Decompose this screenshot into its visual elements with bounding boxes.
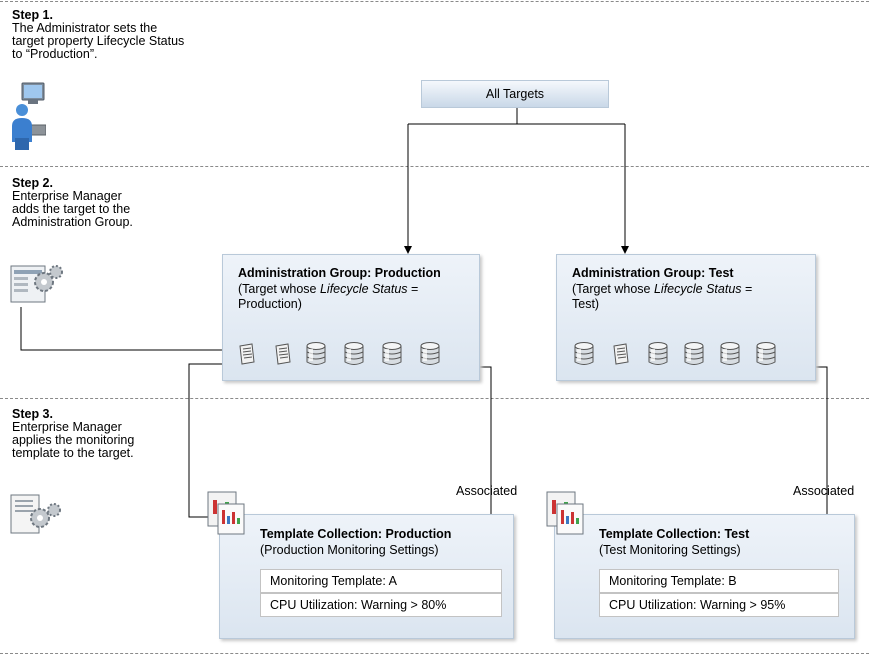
cpu-utilization-row: CPU Utilization: Warning > 80% bbox=[260, 593, 502, 617]
step-3-line: Enterprise Manager bbox=[12, 420, 122, 434]
step-2-line: Administration Group. bbox=[12, 215, 133, 229]
admin-group-title: Administration Group: Test bbox=[572, 266, 734, 280]
admin-group-production: Administration Group: Production (Target… bbox=[222, 254, 480, 381]
database-icon bbox=[756, 342, 776, 365]
divider-step3 bbox=[0, 398, 869, 399]
associated-label-test: Associated bbox=[793, 484, 855, 498]
step-3-line: template to the target. bbox=[12, 446, 134, 460]
admin-group-title: Administration Group: Production bbox=[238, 266, 441, 280]
chart-document-icon bbox=[207, 491, 245, 535]
template-collection-subtitle: (Production Monitoring Settings) bbox=[260, 543, 439, 557]
gear-document-icon bbox=[10, 494, 61, 534]
administrator-icon bbox=[12, 82, 46, 150]
connector-step2-to-group bbox=[20, 307, 237, 354]
admin-group-subtitle: (Target whose Lifecycle Status = Product… bbox=[238, 282, 418, 312]
template-collection-title: Template Collection: Test bbox=[599, 527, 750, 541]
target-icons bbox=[239, 341, 469, 367]
database-icon bbox=[684, 342, 704, 365]
associated-label-production: Associated bbox=[456, 484, 518, 498]
step-3-text: Step 3. Enterprise Manager applies the m… bbox=[12, 408, 134, 460]
all-targets-box: All Targets bbox=[421, 80, 609, 108]
chart-document-icon bbox=[546, 491, 584, 535]
subtitle-prefix: (Target whose bbox=[572, 282, 654, 296]
subtitle-italic: Lifecycle Status bbox=[319, 282, 408, 296]
template-collection-production: Template Collection: Production (Product… bbox=[219, 514, 514, 639]
divider-step2 bbox=[0, 166, 869, 167]
database-icon bbox=[382, 342, 402, 365]
database-icon bbox=[720, 342, 740, 365]
gear-screen-icon bbox=[10, 265, 63, 303]
doc-icon bbox=[239, 343, 255, 365]
step-2-line: adds the target to the bbox=[12, 202, 131, 216]
step-2-heading: Step 2. bbox=[12, 176, 53, 190]
subtitle-suffix: = bbox=[741, 282, 753, 296]
database-icon bbox=[574, 342, 594, 365]
divider-top bbox=[0, 1, 869, 2]
template-collection-title: Template Collection: Production bbox=[260, 527, 452, 541]
step-1-heading: Step 1. bbox=[12, 8, 53, 22]
subtitle-line2: Production) bbox=[238, 297, 302, 311]
database-icon bbox=[306, 342, 326, 365]
database-icon bbox=[420, 342, 440, 365]
subtitle-italic: Lifecycle Status bbox=[653, 282, 742, 296]
doc-icon bbox=[613, 343, 629, 365]
step-2-line: Enterprise Manager bbox=[12, 189, 122, 203]
subtitle-line2: Test) bbox=[572, 297, 600, 311]
step-1-line: to “Production”. bbox=[12, 47, 98, 61]
template-collection-subtitle: (Test Monitoring Settings) bbox=[599, 543, 741, 557]
doc-icon bbox=[275, 343, 291, 365]
monitoring-template-row: Monitoring Template: A bbox=[260, 569, 502, 593]
subtitle-suffix: = bbox=[407, 282, 419, 296]
admin-group-subtitle: (Target whose Lifecycle Status = Test) bbox=[572, 282, 752, 312]
step-1-line: The Administrator sets the bbox=[12, 21, 158, 35]
step-3-heading: Step 3. bbox=[12, 407, 53, 421]
step-1-text: Step 1. The Administrator sets the targe… bbox=[12, 9, 184, 61]
step-2-text: Step 2. Enterprise Manager adds the targ… bbox=[12, 177, 133, 229]
step-1-line: target property Lifecycle Status bbox=[12, 34, 185, 48]
cpu-utilization-row: CPU Utilization: Warning > 95% bbox=[599, 593, 839, 617]
target-icons bbox=[573, 341, 803, 367]
divider-bottom bbox=[0, 653, 869, 654]
step-3-line: applies the monitoring bbox=[12, 433, 135, 447]
admin-group-test: Administration Group: Test (Target whose… bbox=[556, 254, 816, 381]
database-icon bbox=[648, 342, 668, 365]
subtitle-prefix: (Target whose bbox=[238, 282, 320, 296]
database-icon bbox=[344, 342, 364, 365]
monitoring-template-row: Monitoring Template: B bbox=[599, 569, 839, 593]
template-collection-test: Template Collection: Test (Test Monitori… bbox=[554, 514, 855, 639]
